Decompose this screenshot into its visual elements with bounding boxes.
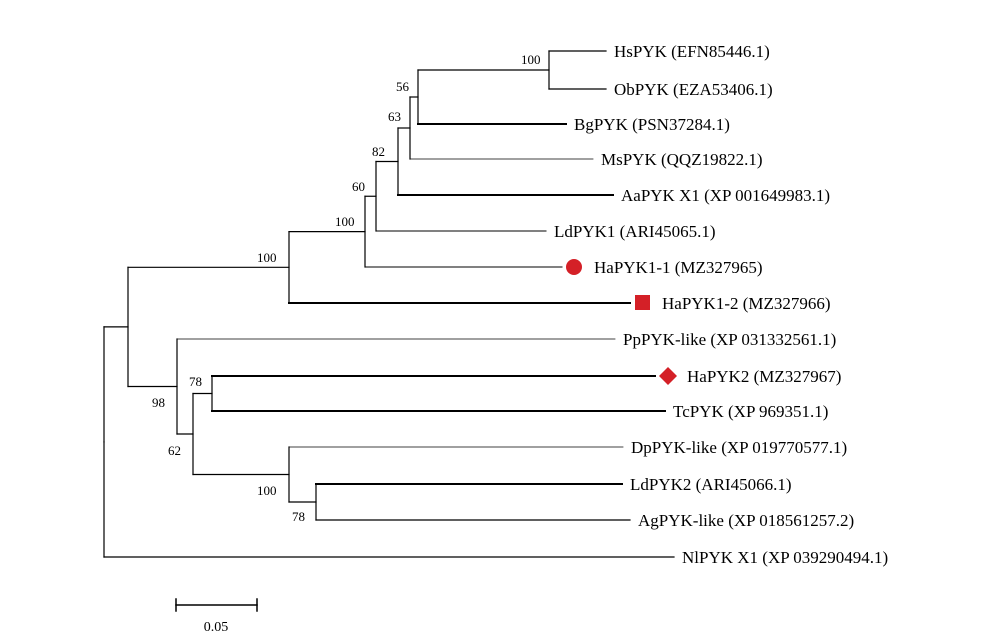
- support-labels: 100 56 63 82 60 100 100 78 98 62 100 78: [152, 52, 541, 524]
- support-value-n98: 98: [152, 395, 165, 410]
- leaf-label-ha12: HaPYK1-2 (MZ327966): [662, 294, 831, 313]
- leaf-label-hs: HsPYK (EFN85446.1): [614, 42, 770, 61]
- support-value-hs_ob: 100: [521, 52, 541, 67]
- support-value-n62: 62: [168, 443, 181, 458]
- support-value-n78a: 78: [189, 374, 202, 389]
- leaf-labels: HsPYK (EFN85446.1) ObPYK (EZA53406.1) BgPY…: [554, 42, 888, 567]
- diamond-marker-icon: [659, 367, 677, 385]
- leaf-label-pp: PpPYK-like (XP 031332561.1): [623, 330, 836, 349]
- leaf-label-ha11: HaPYK1-1 (MZ327965): [594, 258, 763, 277]
- leaf-label-aa: AaPYK X1 (XP 001649983.1): [621, 186, 830, 205]
- tree-branches: [103, 50, 675, 558]
- leaf-label-ld1: LdPYK1 (ARI45065.1): [554, 222, 716, 241]
- leaf-markers: [566, 259, 677, 385]
- leaf-label-tc: TcPYK (XP 969351.1): [673, 402, 828, 421]
- support-value-n56: 56: [396, 79, 410, 94]
- support-value-n60: 60: [352, 179, 365, 194]
- scale-bar: 0.05: [175, 598, 258, 635]
- leaf-label-bg: BgPYK (PSN37284.1): [574, 115, 730, 134]
- support-value-n100b: 100: [335, 214, 355, 229]
- leaf-label-ld2: LdPYK2 (ARI45066.1): [630, 475, 792, 494]
- leaf-label-ob: ObPYK (EZA53406.1): [614, 80, 773, 99]
- support-value-n63: 63: [388, 109, 401, 124]
- leaf-label-ha2: HaPYK2 (MZ327967): [687, 367, 841, 386]
- leaf-label-ms: MsPYK (QQZ19822.1): [601, 150, 763, 169]
- leaf-label-ag: AgPYK-like (XP 018561257.2): [638, 511, 854, 530]
- square-marker-icon: [635, 295, 650, 310]
- circle-marker-icon: [566, 259, 582, 275]
- support-value-n82: 82: [372, 144, 385, 159]
- scale-bar-label: 0.05: [204, 620, 229, 635]
- support-value-n78b: 78: [292, 509, 305, 524]
- leaf-label-nl: NlPYK X1 (XP 039290494.1): [682, 548, 888, 567]
- support-value-n100c: 100: [257, 483, 277, 498]
- leaf-label-dp: DpPYK-like (XP 019770577.1): [631, 438, 847, 457]
- support-value-n100a: 100: [257, 250, 277, 265]
